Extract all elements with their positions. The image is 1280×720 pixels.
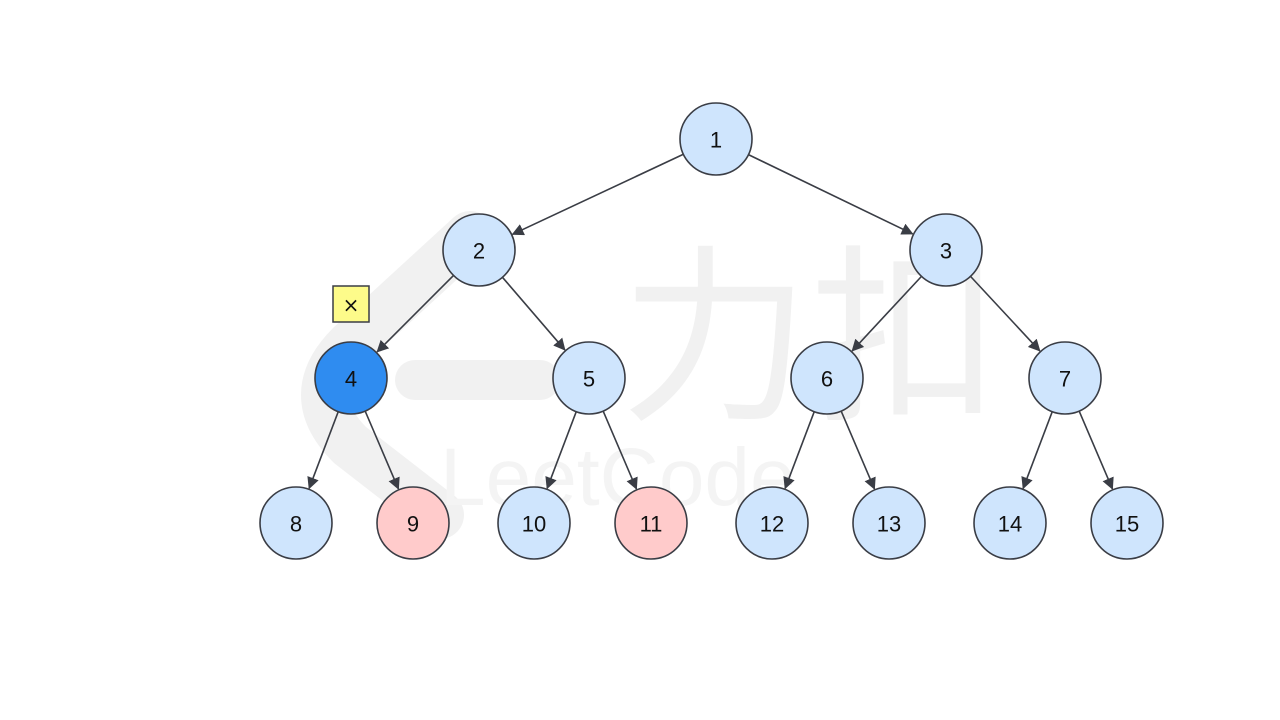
edge-5-10: [545, 411, 577, 490]
tree-node-5: 5: [552, 341, 626, 415]
edge-2-5: [501, 276, 566, 351]
tree-node-1: 1: [679, 102, 753, 176]
tree-node-15: 15: [1090, 486, 1164, 560]
node-circle-3: [909, 213, 983, 287]
edge-6-12: [783, 411, 815, 490]
node-circle-4: [314, 341, 388, 415]
edge-2-4: [376, 274, 455, 353]
edge-7-14: [1021, 411, 1053, 490]
node-label-5: 5: [583, 367, 595, 392]
tree-node-2: 2: [442, 213, 516, 287]
node-circle-8: [259, 486, 333, 560]
tree-node-9: 9: [376, 486, 450, 560]
edge-7-15: [1078, 410, 1114, 490]
node-circle-9: [376, 486, 450, 560]
leetcode-watermark-logo: 力扣 LeetCode: [301, 211, 1000, 539]
tree-node-3: 3: [909, 213, 983, 287]
edge-6-13: [840, 410, 876, 490]
node-circle-6: [790, 341, 864, 415]
pointer-marker: ×: [332, 285, 370, 323]
edge-4-8: [307, 411, 339, 490]
tree-node-7: 7: [1028, 341, 1102, 415]
tree-node-12: 12: [735, 486, 809, 560]
node-label-12: 12: [760, 512, 784, 537]
node-circle-7: [1028, 341, 1102, 415]
node-circle-12: [735, 486, 809, 560]
tree-node-11: 11: [614, 486, 688, 560]
tree-node-6: 6: [790, 341, 864, 415]
tree-node-4: 4: [314, 341, 388, 415]
node-label-2: 2: [473, 239, 485, 264]
pointer-marker-layer: ×: [332, 285, 370, 323]
node-label-14: 14: [998, 512, 1022, 537]
node-circle-5: [552, 341, 626, 415]
node-label-7: 7: [1059, 367, 1071, 392]
tree-node-13: 13: [852, 486, 926, 560]
node-label-4: 4: [345, 367, 357, 392]
node-label-1: 1: [710, 128, 722, 153]
edge-1-3: [748, 153, 914, 235]
node-circle-2: [442, 213, 516, 287]
edge-5-11: [602, 410, 638, 490]
tree-edges: [307, 153, 1114, 490]
node-circle-13: [852, 486, 926, 560]
node-circle-15: [1090, 486, 1164, 560]
node-label-11: 11: [640, 512, 663, 537]
tree-node-14: 14: [973, 486, 1047, 560]
node-circle-10: [497, 486, 571, 560]
node-label-3: 3: [940, 239, 952, 264]
edge-3-6: [851, 275, 923, 352]
edge-1-2: [511, 153, 684, 236]
pointer-marker-box: [332, 285, 370, 323]
node-circle-11: [614, 486, 688, 560]
pointer-marker-label: ×: [343, 293, 360, 317]
node-circle-14: [973, 486, 1047, 560]
node-label-6: 6: [821, 367, 833, 392]
node-circle-1: [679, 102, 753, 176]
node-label-8: 8: [290, 512, 302, 537]
node-label-13: 13: [877, 512, 901, 537]
edge-3-7: [969, 275, 1041, 352]
node-label-15: 15: [1115, 512, 1139, 537]
node-label-10: 10: [522, 512, 546, 537]
node-label-9: 9: [407, 512, 419, 537]
edge-4-9: [364, 410, 400, 490]
tree-node-8: 8: [259, 486, 333, 560]
tree-node-10: 10: [497, 486, 571, 560]
